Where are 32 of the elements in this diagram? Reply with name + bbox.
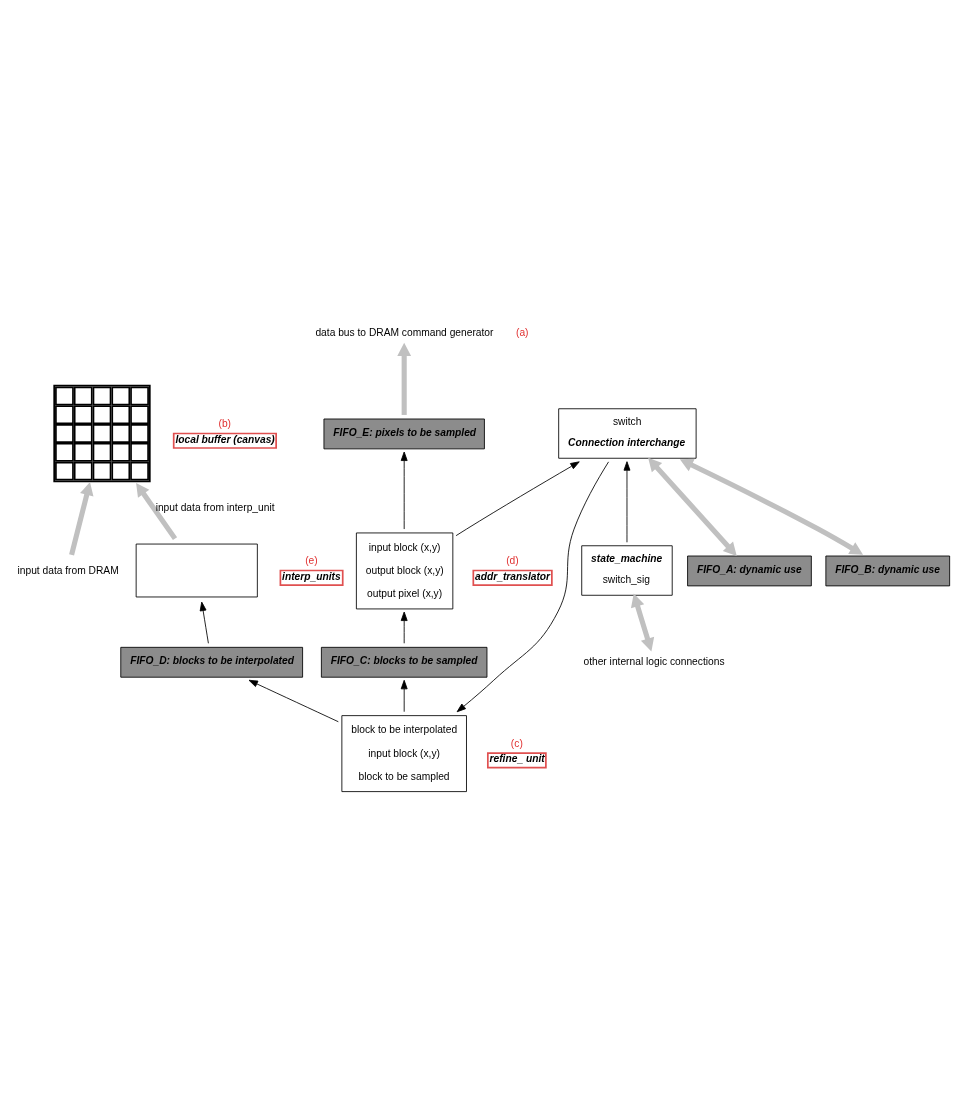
- arrow: [455, 461, 580, 537]
- node-label: (e): [305, 555, 318, 567]
- node-label: refine_ unit: [489, 753, 545, 765]
- node-text: input data from DRAM: [17, 564, 119, 576]
- arrow: [400, 679, 408, 713]
- edge-label: input data from interp_unit: [155, 501, 275, 513]
- node-label: (b): [218, 418, 232, 430]
- arrow: [397, 342, 412, 415]
- arrow: [400, 611, 408, 644]
- node-box: block to be interpolated input block (x,y) block to be sampled: [341, 715, 467, 793]
- node-label: (c): [510, 737, 523, 749]
- arrow: [69, 481, 94, 556]
- node-label: addr_translator: [475, 570, 551, 582]
- node-label: interp_units: [282, 570, 341, 582]
- node-box: switch Connection interchange: [558, 408, 697, 459]
- arrow: [679, 458, 864, 555]
- arrow: [199, 601, 209, 644]
- node-box: [135, 543, 258, 598]
- arrow: [248, 679, 339, 723]
- node-label: (a): [516, 326, 529, 338]
- node-box: state_machine switch_sig: [581, 545, 673, 596]
- node-label: local buffer (canvas): [175, 433, 275, 445]
- arrow: [630, 593, 655, 652]
- arrow: [400, 451, 408, 530]
- node-text: data bus to DRAM command generator: [315, 326, 494, 338]
- node-text: other internal logic connections: [583, 655, 725, 667]
- arrow: [456, 461, 609, 713]
- arrow: [136, 483, 178, 541]
- node-label: (d): [506, 555, 519, 567]
- arrow: [623, 461, 631, 543]
- node-box: input block (x,y) output block (x,y) output pixel (x,y): [355, 532, 454, 610]
- arrow: [648, 457, 737, 557]
